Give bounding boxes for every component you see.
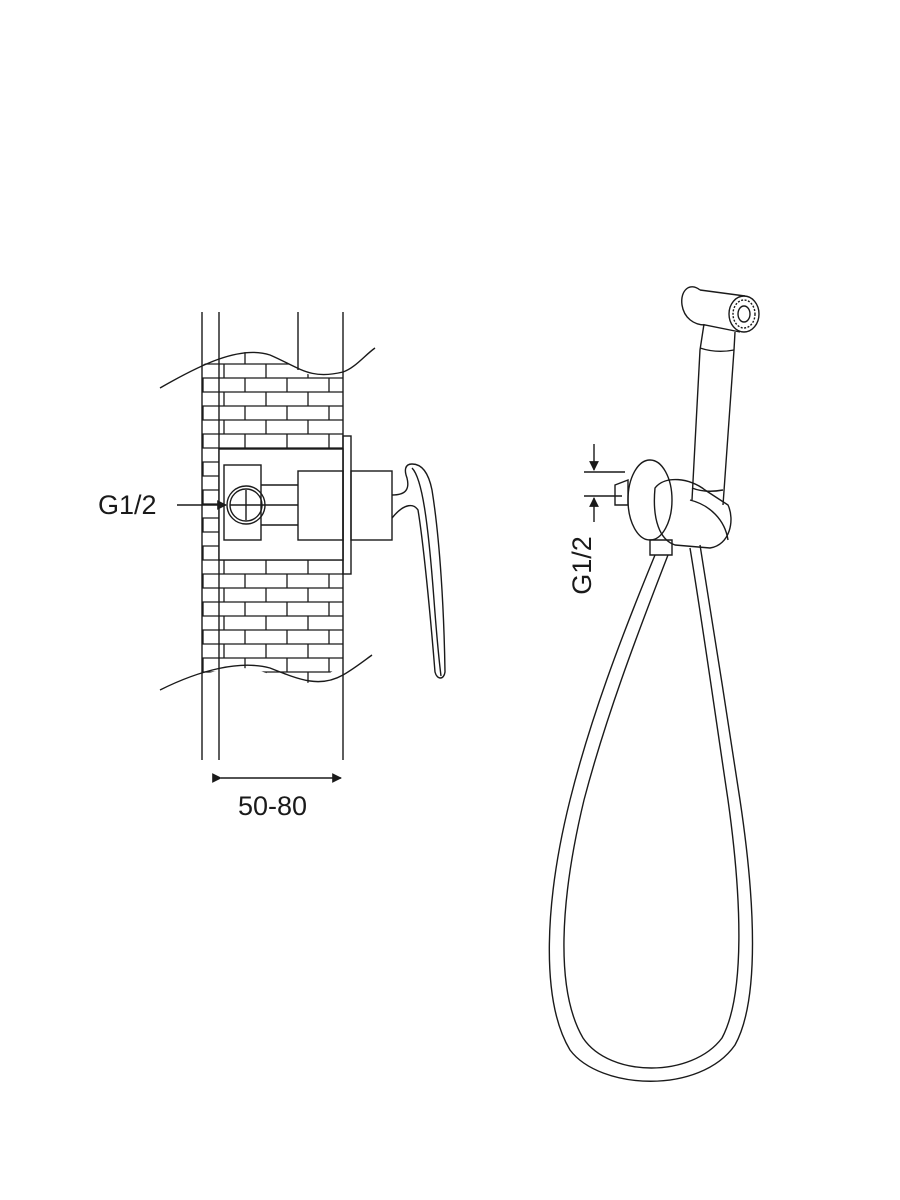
shower-hose [548,544,754,1082]
wall-section [159,312,376,760]
mixer-valve [223,435,393,575]
inlet-dimension-right [584,444,625,522]
wall-thickness-label: 50-80 [238,791,308,821]
wall-bracket [614,459,732,556]
inlet-label-left: G1/2 [98,490,157,520]
inlet-label-right: G1/2 [566,536,597,595]
hand-shower [681,286,760,506]
lever-handle [391,463,446,679]
